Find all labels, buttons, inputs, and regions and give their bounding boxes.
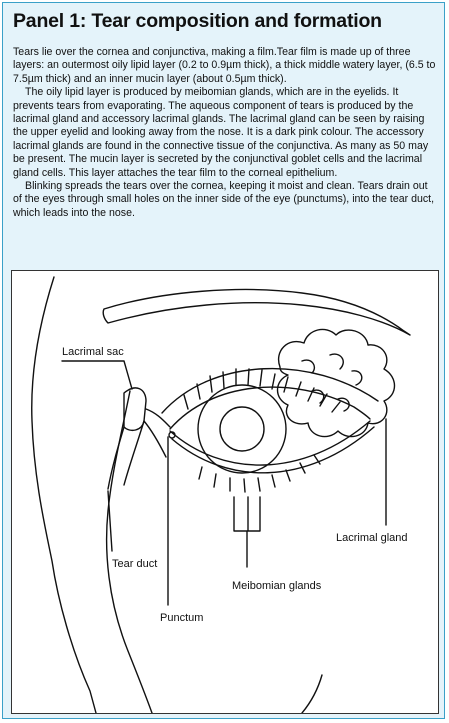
label-tear-duct: Tear duct bbox=[112, 558, 157, 570]
lacrimal-sac-leader bbox=[61, 360, 133, 390]
lower-lid-margin bbox=[171, 426, 375, 474]
label-meibomian-glands: Meibomian glands bbox=[232, 580, 322, 592]
pupil bbox=[219, 406, 265, 452]
label-lacrimal-gland: Lacrimal gland bbox=[336, 532, 408, 544]
label-lacrimal-sac: Lacrimal sac bbox=[62, 346, 124, 358]
eye-diagram: Lacrimal sac Tear duct Punctum Meibomian… bbox=[11, 270, 439, 714]
label-punctum: Punctum bbox=[160, 612, 203, 624]
face-outline bbox=[31, 276, 97, 713]
chin-hint bbox=[301, 674, 323, 713]
lower-eyelid bbox=[169, 420, 371, 466]
upper-lashes bbox=[183, 368, 341, 413]
tear-duct-leader bbox=[107, 490, 113, 552]
paragraph-layers: The oily lipid layer is produced by meib… bbox=[13, 86, 429, 179]
lacrimal-gland-shape bbox=[276, 328, 396, 438]
paragraph-tear-film: Tears lie over the cornea and conjunctiv… bbox=[13, 46, 436, 85]
iris bbox=[197, 384, 287, 474]
upper-lid-crease bbox=[161, 367, 379, 414]
lacrimal-gland-detail bbox=[301, 353, 363, 412]
eye-illustration: Lacrimal sac Tear duct Punctum Meibomian… bbox=[31, 276, 411, 713]
canaliculus-upper bbox=[145, 408, 171, 428]
panel-title: Panel 1: Tear composition and formation bbox=[13, 10, 382, 32]
paragraph-blinking: Blinking spreads the tears over the corn… bbox=[13, 180, 435, 219]
canaliculus-lower bbox=[143, 420, 167, 458]
eyebrow bbox=[102, 288, 411, 336]
tear-duct-shape bbox=[107, 420, 145, 490]
upper-eyelid bbox=[169, 386, 371, 430]
lower-lashes bbox=[198, 454, 321, 493]
panel-body: Tears lie over the cornea and conjunctiv… bbox=[13, 46, 439, 220]
tear-panel: Panel 1: Tear composition and formation … bbox=[2, 2, 445, 719]
nose-bridge bbox=[105, 390, 153, 713]
punctum-dot bbox=[168, 431, 176, 439]
meibomian-bracket bbox=[233, 496, 261, 568]
